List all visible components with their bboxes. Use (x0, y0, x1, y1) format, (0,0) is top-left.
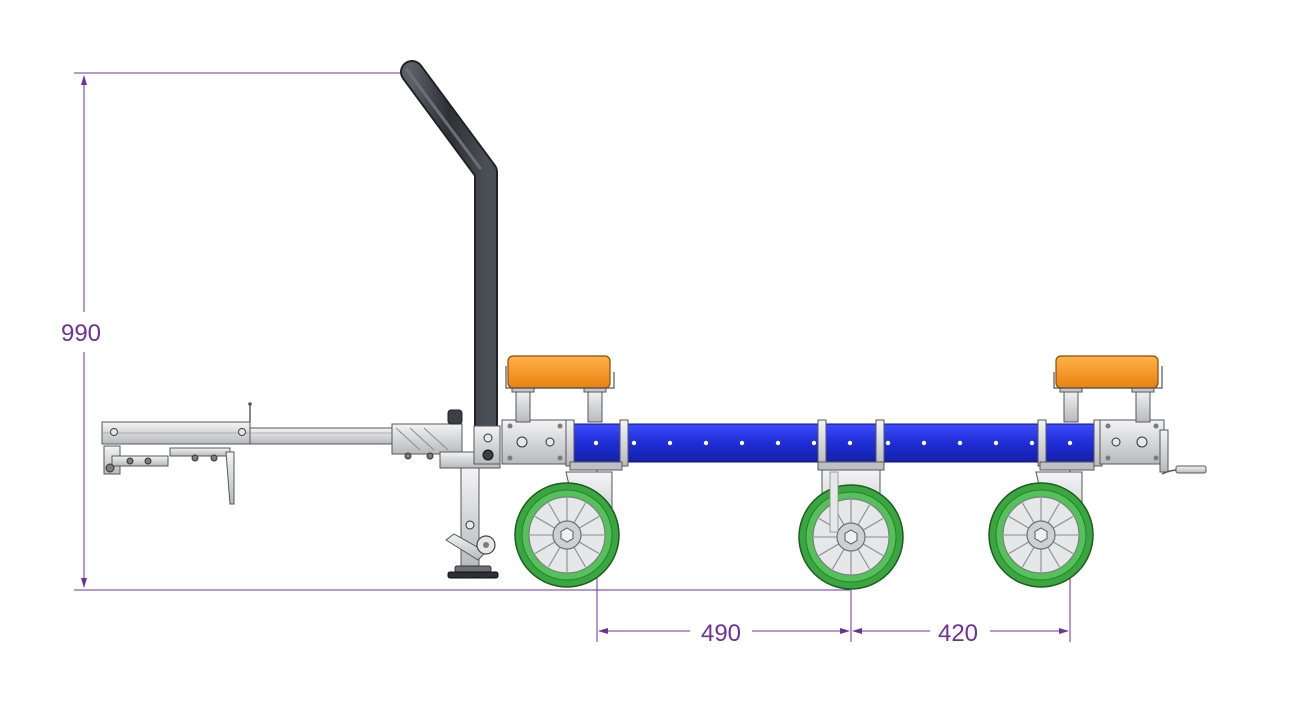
main-frame (501, 419, 1207, 475)
swivel-caster-front (988, 461, 1095, 588)
parking-stand (439, 451, 501, 579)
fixed-caster-middle (798, 461, 904, 590)
rear-wheelbase-label: 490 (701, 620, 741, 647)
load-pad-left (505, 355, 615, 423)
blue-beam (567, 423, 1103, 463)
load-pad-right (1053, 355, 1163, 423)
swivel-caster-rear (514, 461, 623, 588)
wheelbase-dimensions: 490 420 (596, 470, 1071, 647)
height-dimension: 990 (61, 72, 850, 591)
height-label: 990 (61, 320, 101, 347)
tow-bar (101, 402, 463, 505)
push-handle (400, 60, 501, 465)
front-wheelbase-label: 420 (938, 620, 978, 647)
